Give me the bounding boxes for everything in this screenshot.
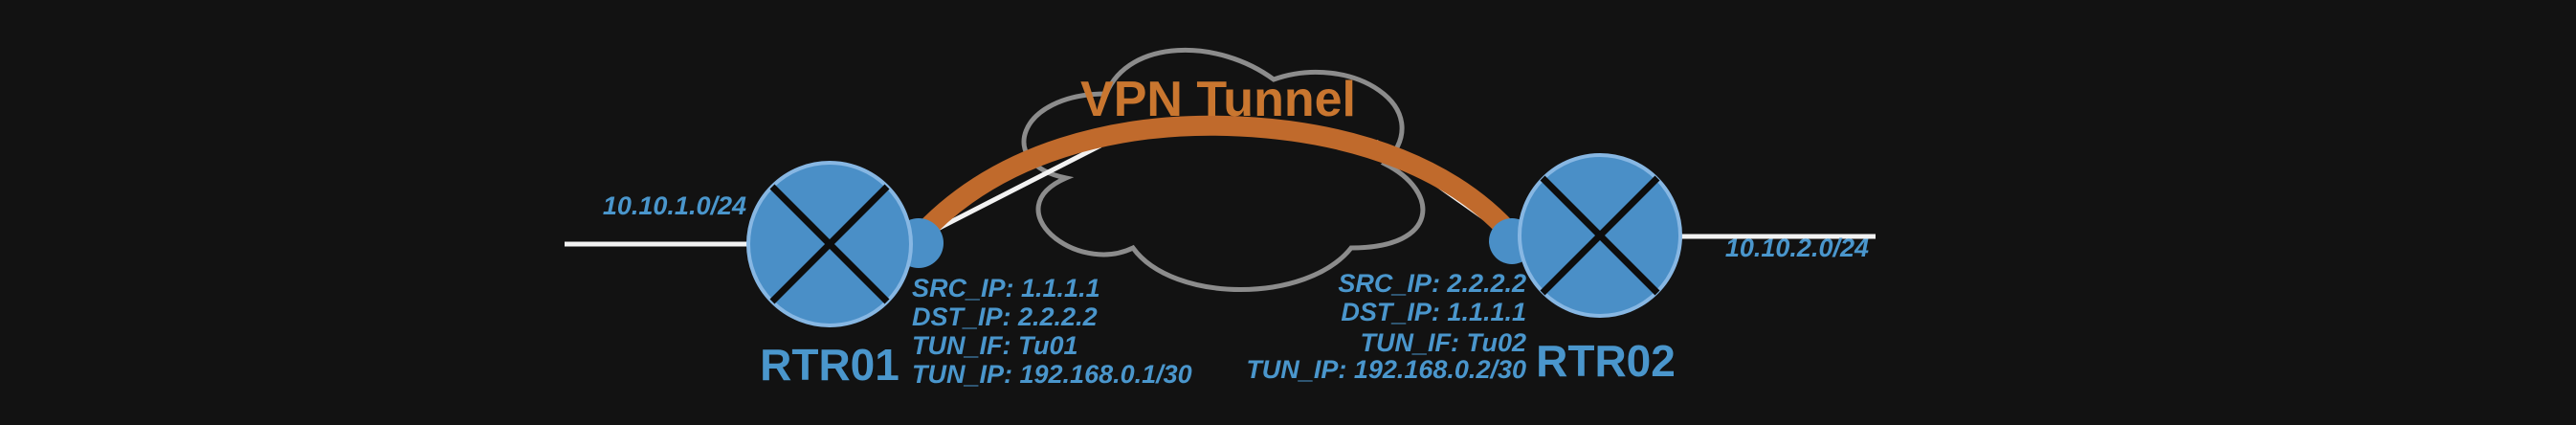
- vpn-tunnel-title: VPN Tunnel: [1080, 72, 1356, 127]
- rtr01-name-label: RTR01: [760, 340, 899, 390]
- rtr01-router-icon: [746, 161, 913, 327]
- rtr02-router-icon: [1518, 153, 1682, 318]
- rtr01-config-tun-ip: TUN_IP: 192.168.0.1/30: [912, 360, 1192, 389]
- rtr02-network-label: 10.10.2.0/24: [1725, 234, 1869, 262]
- rtr02-tunnel-config: SRC_IP: 2.2.2.2 DST_IP: 1.1.1.1 TUN_IF: …: [1246, 269, 1526, 384]
- rtr02-config-tun-if: TUN_IF: Tu02: [1360, 328, 1526, 357]
- rtr01-tunnel-config: SRC_IP: 1.1.1.1 DST_IP: 2.2.2.2 TUN_IF: …: [912, 274, 1192, 389]
- rtr01-network-label: 10.10.1.0/24: [603, 191, 746, 220]
- rtr01-config-tun-if: TUN_IF: Tu01: [912, 331, 1078, 360]
- rtr02-config-tun-ip: TUN_IP: 192.168.0.2/30: [1246, 355, 1526, 384]
- rtr02-x-stroke-2: [1540, 175, 1660, 296]
- rtr02-name-label: RTR02: [1536, 336, 1676, 386]
- rtr01-x-stroke-2: [769, 184, 890, 304]
- rtr02-config-src-ip: SRC_IP: 2.2.2.2: [1338, 269, 1526, 298]
- rtr01-cloud-link-line: [922, 143, 1102, 238]
- rtr02-config-dst-ip: DST_IP: 1.1.1.1: [1341, 298, 1526, 326]
- rtr01-config-dst-ip: DST_IP: 2.2.2.2: [912, 302, 1098, 331]
- rtr01-config-src-ip: SRC_IP: 1.1.1.1: [912, 274, 1100, 302]
- internet-cloud-icon: [1021, 48, 1426, 292]
- vpn-tunnel-arc: [906, 115, 1524, 250]
